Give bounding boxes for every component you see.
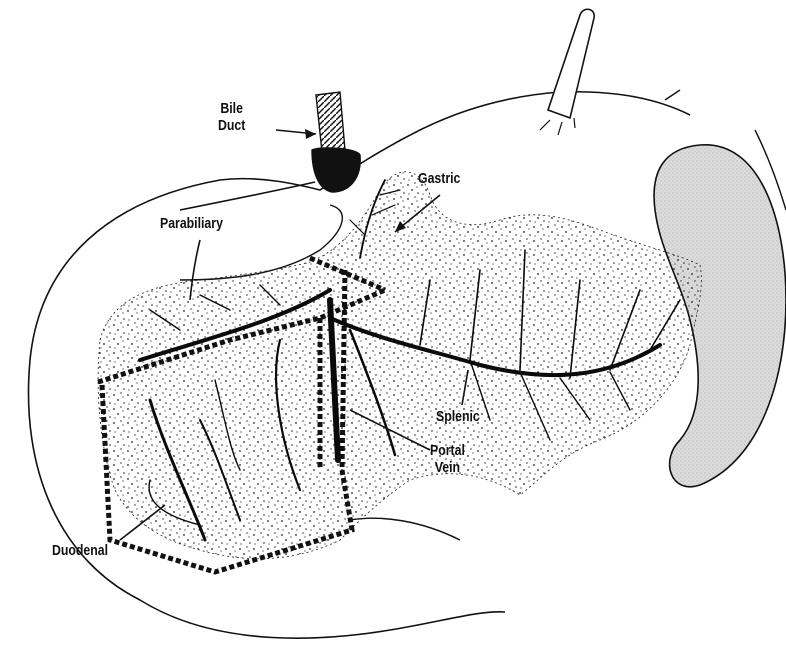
portal-vein-label-line2: Vein [430, 459, 465, 476]
stomach-outline [560, 92, 690, 115]
bile-duct-bulb [312, 148, 360, 192]
bile-duct-label-line2: Duct [218, 117, 245, 134]
bile-duct-label-line1: Bile [218, 100, 245, 117]
duodenum-inner-lower [350, 518, 460, 540]
bile-duct-label: Bile Duct [218, 100, 245, 134]
bile-duct-arrowhead [305, 129, 316, 139]
gastric-label: Gastric [418, 170, 460, 187]
portal-vein-label-line1: Portal [430, 442, 465, 459]
tube [548, 9, 594, 118]
parabiliary-leader-1 [180, 182, 315, 210]
duodenum-lower-outline [140, 600, 505, 638]
splenic-label: Splenic [436, 408, 480, 425]
bile-duct [316, 92, 345, 152]
portal-vein-label: Portal Vein [430, 442, 465, 476]
parabiliary-label: Parabiliary [160, 215, 223, 232]
duodenal-label: Duodenal [52, 542, 108, 559]
